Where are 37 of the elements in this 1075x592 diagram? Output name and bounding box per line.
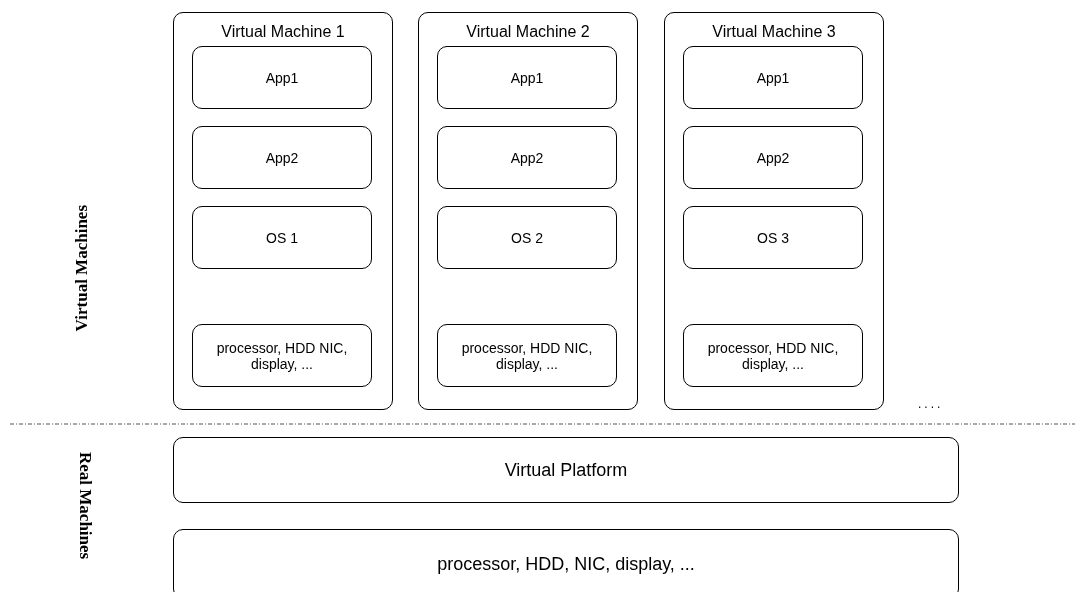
box-label: App2 [755,149,791,166]
box-label: OS 1 [265,229,299,246]
box-label: processor, HDD, NIC, display, ... [436,553,696,575]
layer-box [437,324,617,387]
platform-layer-box [173,529,959,592]
container-title: Virtual Machine 1 [220,23,346,41]
container-title: Virtual Machine 2 [465,23,591,41]
box-label: App1 [264,69,300,86]
layer-box [192,206,372,269]
section-label: Virtual Machines [72,205,92,332]
layer-box [683,46,863,109]
box-label: App2 [509,149,545,166]
layer-box [192,46,372,109]
box-label: processor, HDD NIC, display, ... [706,339,840,372]
virtual-machine-container [664,12,884,410]
box-label: App2 [264,149,300,166]
layer-box [683,126,863,189]
box-label: processor, HDD NIC, display, ... [460,339,594,372]
layer-box [683,324,863,387]
box-label: Virtual Platform [503,459,629,481]
layer-box [437,206,617,269]
layer-box [192,324,372,387]
virtual-machine-container [173,12,393,410]
section-label: Real Machines [75,452,95,560]
layer-box [192,126,372,189]
box-label: OS 2 [510,229,544,246]
box-label: App1 [509,69,545,86]
box-label: processor, HDD NIC, display, ... [215,339,349,372]
box-label: OS 3 [756,229,790,246]
container-title: Virtual Machine 3 [711,23,837,41]
ellipsis-mark: .... [918,397,944,411]
virtual-machine-container [418,12,638,410]
layer-box [437,46,617,109]
platform-layer-box [173,437,959,503]
layer-box [437,126,617,189]
layer-box [683,206,863,269]
box-label: App1 [755,69,791,86]
